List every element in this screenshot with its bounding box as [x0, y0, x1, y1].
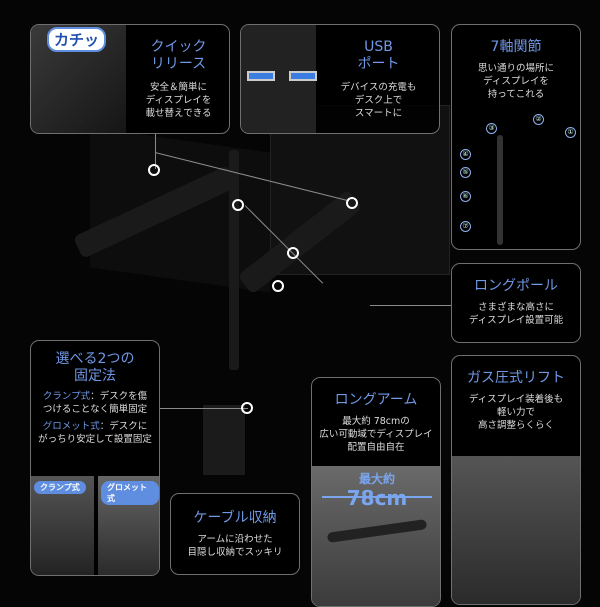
- long-pole-card: ロングポール さまざまな高さに ディスプレイ設置可能: [451, 263, 581, 343]
- desc-line: スマートに: [354, 108, 403, 119]
- mount-card: 選べる2つの 固定法 クランプ式：デスクを傷 つけることなく簡単固定 グロメット…: [30, 340, 160, 576]
- clamp-desc: クランプ式：デスクを傷: [31, 390, 159, 403]
- desc-line: 軽い力で: [496, 407, 535, 418]
- desc-line: さまざまな高さに: [477, 302, 554, 313]
- long-arm-card: ロングアーム 最大約 78cmの 広い可動域でディスプレイ 配置自由自在 最大約…: [311, 377, 441, 607]
- joint-number: ③: [486, 123, 497, 134]
- desc-line: ディスプレイ装着後も: [468, 394, 564, 405]
- grommet-desc: グロメット式：デスクに: [31, 420, 159, 433]
- joint-number: ⑤: [460, 167, 471, 178]
- clamp-label: クランプ式: [42, 391, 91, 402]
- desc-line: 高さ調整らくらく: [477, 420, 554, 431]
- joint-number: ⑥: [460, 191, 471, 202]
- desc-line: 最大約 78cmの: [342, 416, 410, 427]
- grommet-pill: グロメット式: [101, 481, 159, 505]
- axis-pole: [497, 135, 503, 245]
- seven-axis-card: 7軸関節 思い通りの場所に ディスプレイを 持ってこれる ① ② ③ ④ ⑤ ⑥…: [451, 24, 581, 250]
- connector: [155, 134, 156, 169]
- cable-card: ケーブル収納 アームに沿わせた 目隠し収納でスッキリ: [170, 493, 300, 575]
- highlight-marker: [148, 164, 160, 176]
- click-badge: カチッ: [47, 27, 107, 52]
- usb-title-2: ポート: [357, 56, 400, 72]
- grommet-desc-2: がっちり安定して設置固定: [38, 434, 152, 445]
- mount-title: 選べる2つの: [55, 351, 135, 367]
- highlight-marker: [346, 197, 358, 209]
- desc-line: 載せ替えできる: [145, 108, 212, 119]
- highlight-marker: [272, 280, 284, 292]
- desc-line: 思い通りの場所に: [477, 63, 554, 74]
- quick-release-card: カチッ クイック リリース 安全＆簡単に ディスプレイを 載せ替えできる: [30, 24, 230, 134]
- desc-line: ディスプレイを: [145, 95, 212, 106]
- width-arrow: [322, 496, 432, 498]
- mount-title-2: 固定法: [74, 368, 116, 384]
- desc-line: 持ってこれる: [487, 89, 545, 100]
- usb-port-icon: [289, 71, 317, 81]
- usb-title: USB: [364, 39, 393, 55]
- long-pole-title: ロングポール: [474, 278, 558, 294]
- long-arm-photo: 最大約 78cm: [312, 466, 440, 606]
- desc-line: 配置自由自在: [347, 442, 405, 453]
- gas-lift-card: ガス圧式リフト ディスプレイ装着後も 軽い力で 高さ調整らくらく: [451, 355, 581, 605]
- clamp-base: [203, 405, 245, 475]
- clamp-desc-1: ：デスクを傷: [90, 391, 148, 402]
- max-value: 78cm: [346, 486, 408, 510]
- connector: [370, 305, 451, 306]
- seven-axis-title: 7軸関節: [490, 39, 542, 55]
- highlight-marker: [241, 402, 253, 414]
- max-label: 最大約: [358, 472, 395, 486]
- quick-release-title-2: リリース: [150, 56, 207, 72]
- clamp-pill: クランプ式: [34, 481, 86, 494]
- desc-line: アームに沿わせた: [197, 534, 273, 545]
- desc-line: ディスプレイ設置可能: [468, 315, 564, 326]
- highlight-marker: [287, 247, 299, 259]
- gas-lift-photo: [452, 456, 580, 604]
- usb-port-icon: [247, 71, 275, 81]
- highlight-marker: [232, 199, 244, 211]
- desc-line: 目隠し収納でスッキリ: [187, 547, 283, 558]
- desc-line: 広い可動域でディスプレイ: [319, 429, 433, 440]
- joint-number: ⑦: [460, 221, 471, 232]
- desc-line: ディスプレイを: [483, 76, 549, 87]
- connector: [160, 408, 248, 409]
- usb-card: USB ポート デバイスの充電も デスク上で スマートに: [240, 24, 440, 134]
- joint-number: ④: [460, 149, 471, 160]
- arm-illustration: [326, 519, 428, 543]
- joint-number: ①: [565, 127, 576, 138]
- desc-line: 安全＆簡単に: [149, 82, 207, 93]
- cable-title: ケーブル収納: [193, 510, 277, 526]
- pole: [229, 150, 239, 370]
- usb-photo: [241, 25, 317, 133]
- desc-line: デスク上で: [354, 95, 403, 106]
- clamp-desc-2: つけることなく簡単固定: [42, 404, 148, 415]
- desc-line: デバイスの充電も: [340, 82, 417, 93]
- joint-number: ②: [533, 114, 544, 125]
- grommet-label: グロメット式: [42, 421, 100, 432]
- gas-lift-title: ガス圧式リフト: [467, 370, 565, 386]
- quick-release-title: クイック: [150, 39, 207, 55]
- grommet-desc-1: ：デスクに: [99, 421, 148, 432]
- long-arm-title: ロングアーム: [334, 392, 418, 408]
